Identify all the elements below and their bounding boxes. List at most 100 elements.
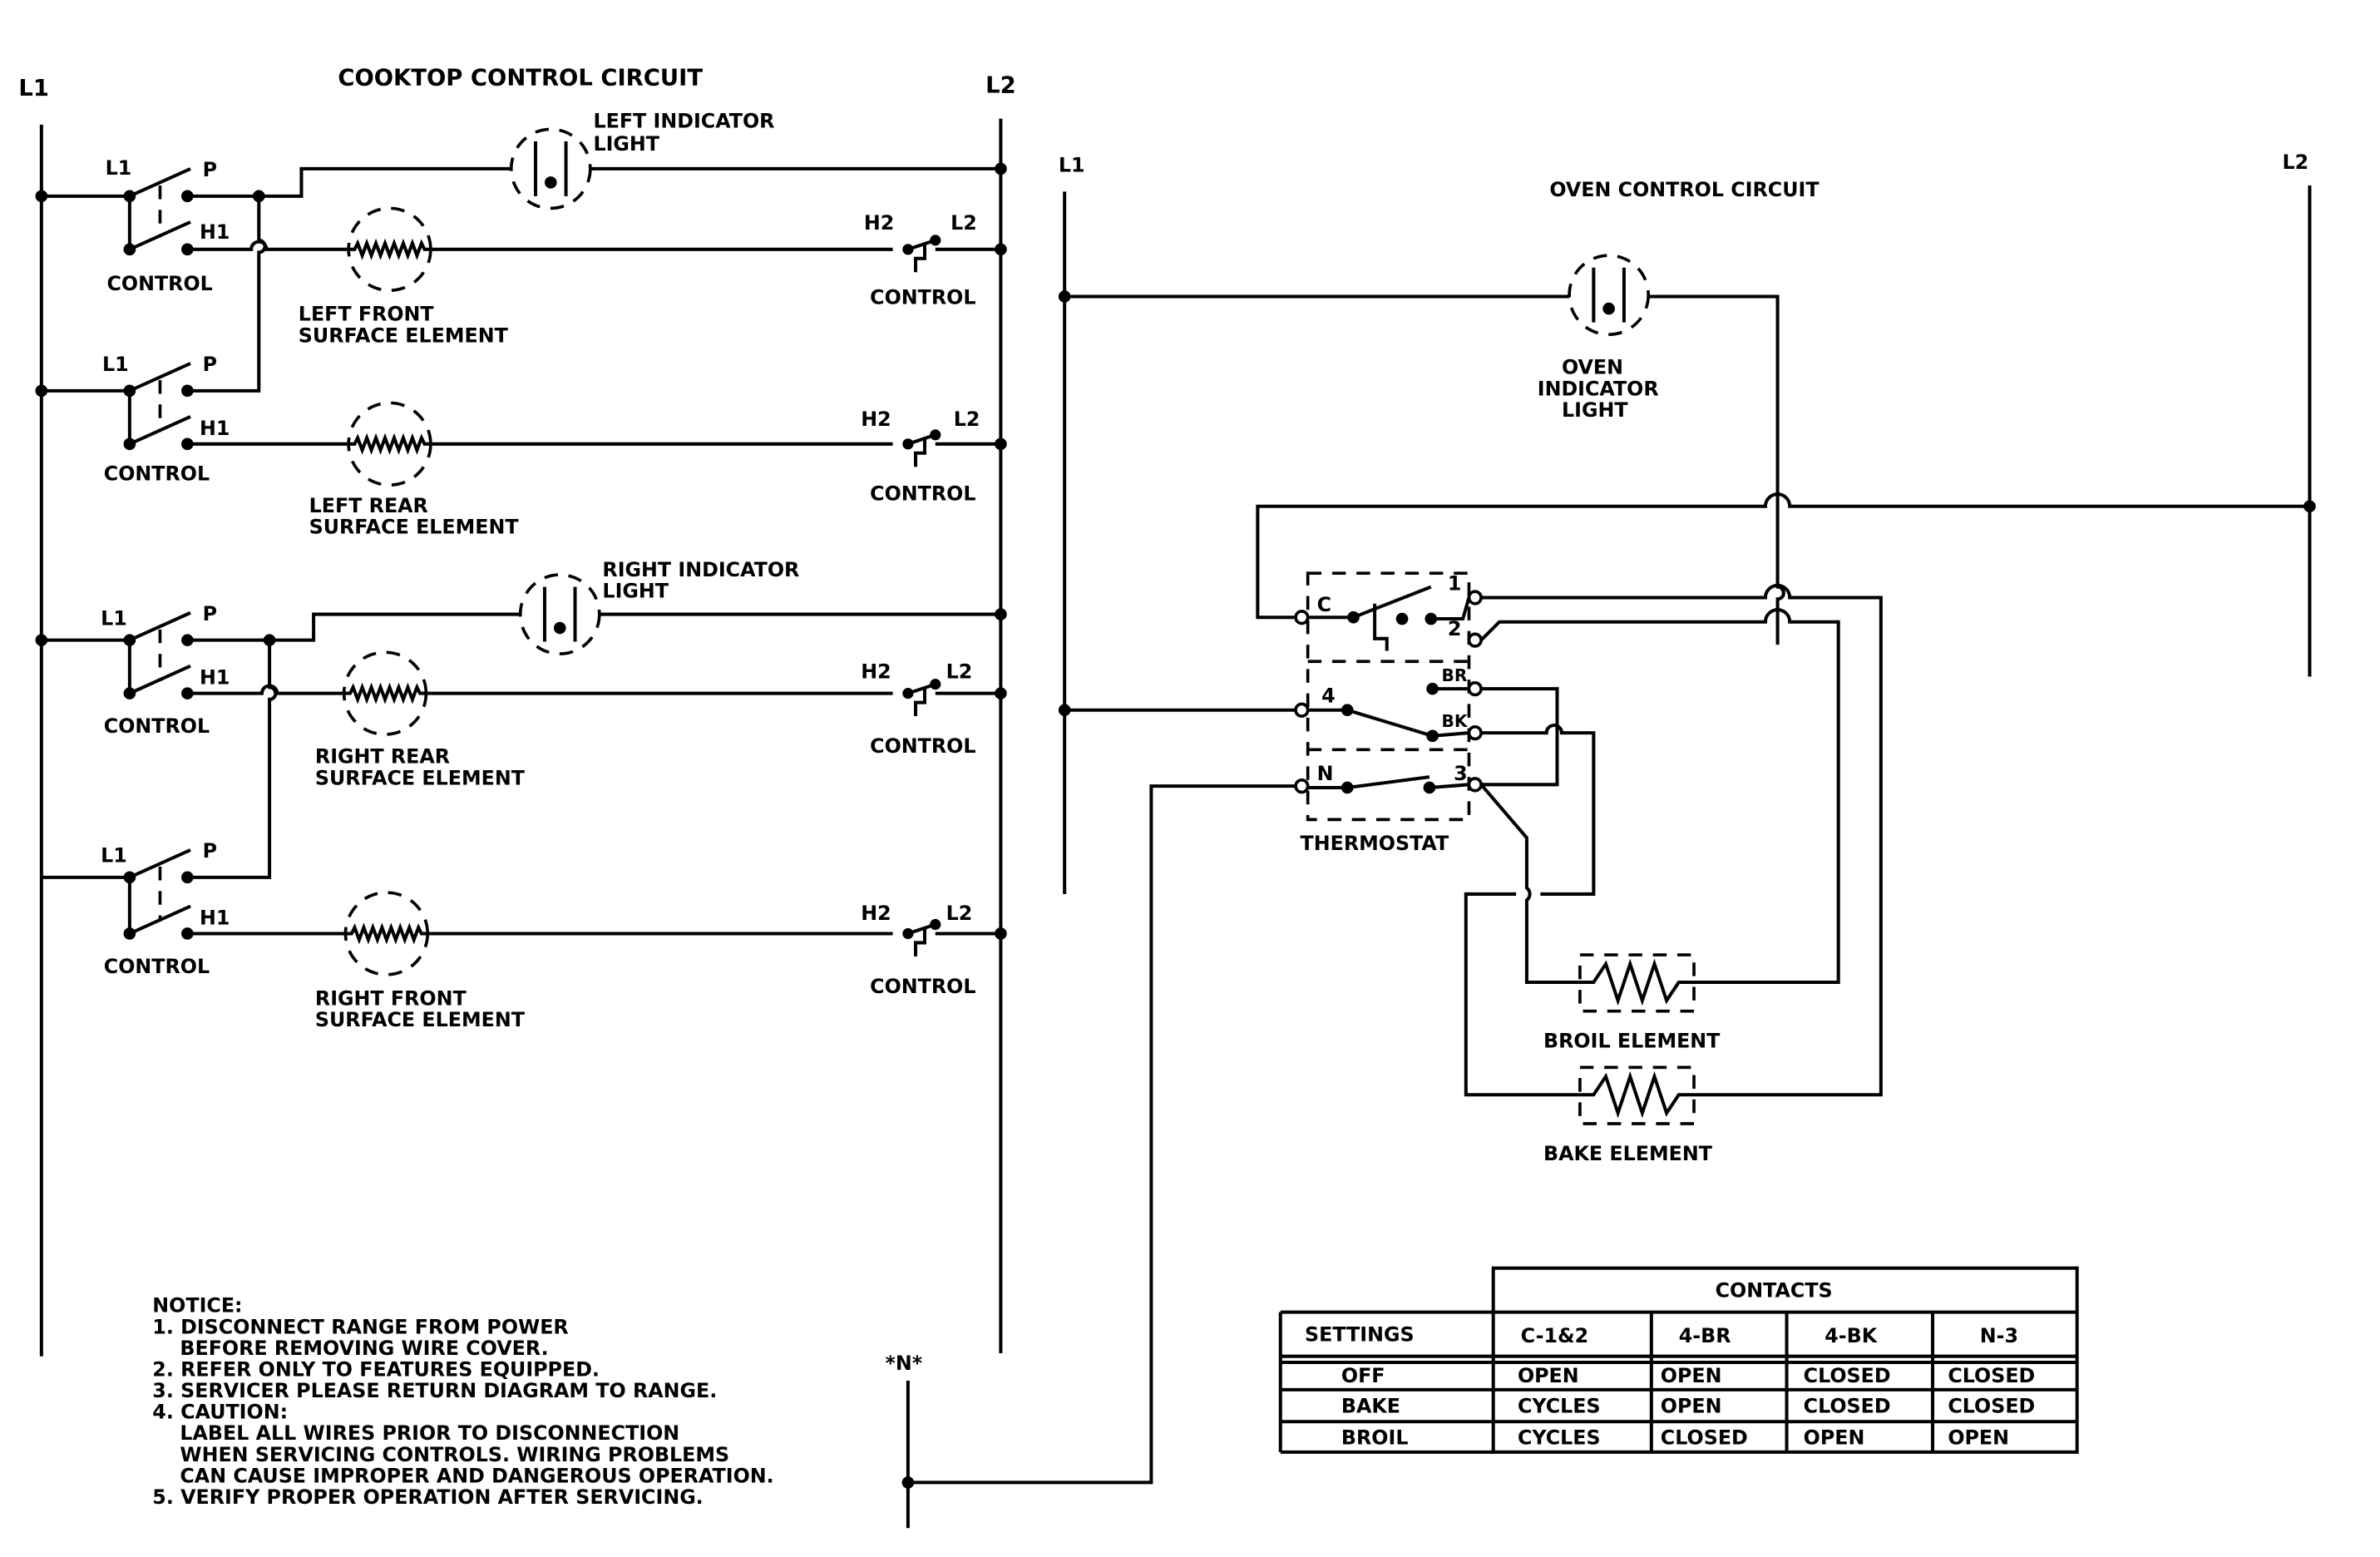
cooktop-h2-control-3: H2 L2 CONTROL bbox=[861, 660, 1007, 758]
svg-text:3: 3 bbox=[1454, 762, 1468, 785]
svg-text:P: P bbox=[203, 839, 217, 863]
cooktop-control-switch-2: L1 P H1 CONTROL bbox=[35, 353, 230, 486]
svg-text:CONTROL: CONTROL bbox=[870, 975, 975, 998]
svg-text:THERMOSTAT: THERMOSTAT bbox=[1301, 832, 1449, 855]
svg-text:RIGHT REAR: RIGHT REAR bbox=[315, 745, 450, 769]
svg-text:H1: H1 bbox=[200, 220, 230, 244]
svg-text:1. DISCONNECT RANGE FROM POWER: 1. DISCONNECT RANGE FROM POWER bbox=[152, 1315, 568, 1338]
svg-text:CONTROL: CONTROL bbox=[104, 462, 210, 486]
svg-text:CONTROL: CONTROL bbox=[106, 272, 212, 295]
svg-text:LIGHT: LIGHT bbox=[602, 579, 669, 602]
svg-text:LABEL ALL WIRES PRIOR TO DISCO: LABEL ALL WIRES PRIOR TO DISCONNECTION bbox=[152, 1421, 679, 1445]
cooktop-h2-control-1: H2 L2 CONTROL bbox=[864, 211, 1007, 309]
svg-text:H1: H1 bbox=[200, 417, 230, 440]
svg-text:P: P bbox=[203, 353, 217, 376]
svg-text:CONTROL: CONTROL bbox=[870, 286, 975, 309]
svg-text:LIGHT: LIGHT bbox=[1562, 398, 1628, 422]
table-cell: CLOSED bbox=[1948, 1364, 2035, 1387]
svg-text:2: 2 bbox=[1448, 617, 1462, 640]
svg-text:N: N bbox=[1317, 762, 1334, 785]
svg-text:CAN CAUSE IMPROPER AND DANGERO: CAN CAUSE IMPROPER AND DANGEROUS OPERATI… bbox=[152, 1464, 773, 1487]
svg-text:P: P bbox=[203, 602, 217, 625]
right-rear-surface-element: RIGHT REAR SURFACE ELEMENT bbox=[315, 652, 526, 789]
broil-element: BROIL ELEMENT bbox=[1543, 953, 1721, 1053]
table-cell: OPEN bbox=[1948, 1426, 2009, 1450]
cooktop-control-switch-1: L1 P H1 CONTROL bbox=[35, 156, 230, 295]
svg-text:H2: H2 bbox=[864, 211, 894, 235]
svg-text:L2: L2 bbox=[951, 211, 977, 235]
svg-text:H2: H2 bbox=[861, 408, 891, 431]
oven-l1-label: L1 bbox=[1059, 154, 1085, 177]
bake-element: BAKE ELEMENT bbox=[1543, 1065, 1713, 1165]
settings-header: SETTINGS bbox=[1305, 1322, 1415, 1346]
svg-text:BROIL ELEMENT: BROIL ELEMENT bbox=[1543, 1030, 1721, 1053]
contacts-table: CONTACTS SETTINGS C-1&2 4-BR 4-BK N-3 OF… bbox=[1278, 1266, 2079, 1454]
svg-text:BK: BK bbox=[1442, 711, 1469, 731]
svg-text:RIGHT INDICATOR: RIGHT INDICATOR bbox=[602, 558, 799, 581]
table-cell: CLOSED bbox=[1948, 1394, 2035, 1417]
col-header: 4-BK bbox=[1825, 1324, 1878, 1347]
cooktop-control-switch-4: L1 P H1 CONTROL bbox=[41, 839, 230, 978]
svg-text:SURFACE ELEMENT: SURFACE ELEMENT bbox=[309, 516, 520, 539]
svg-text:LEFT INDICATOR: LEFT INDICATOR bbox=[593, 110, 774, 133]
table-cell: CLOSED bbox=[1661, 1426, 1748, 1450]
cooktop-l2-label: L2 bbox=[985, 73, 1016, 99]
oven-indicator-light: OVEN INDICATOR LIGHT bbox=[1538, 255, 1659, 422]
svg-text:CONTROL: CONTROL bbox=[104, 955, 210, 978]
svg-text:CONTROL: CONTROL bbox=[870, 482, 975, 505]
cooktop-circuit-title: COOKTOP CONTROL CIRCUIT bbox=[338, 65, 703, 91]
svg-text:H1: H1 bbox=[200, 666, 230, 690]
svg-text:P: P bbox=[203, 158, 217, 181]
svg-text:L1: L1 bbox=[106, 156, 132, 180]
svg-text:4. CAUTION:: 4. CAUTION: bbox=[152, 1401, 288, 1424]
right-front-surface-element: RIGHT FRONT SURFACE ELEMENT bbox=[315, 892, 526, 1031]
svg-text:BEFORE REMOVING WIRE COVER.: BEFORE REMOVING WIRE COVER. bbox=[152, 1337, 548, 1360]
table-cell: CYCLES bbox=[1518, 1426, 1601, 1450]
right-indicator-light: RIGHT INDICATOR LIGHT bbox=[521, 558, 799, 654]
cooktop-l1-label: L1 bbox=[18, 76, 49, 101]
notice-text: NOTICE: 1. DISCONNECT RANGE FROM POWER B… bbox=[152, 1294, 773, 1509]
left-rear-surface-element: LEFT REAR SURFACE ELEMENT bbox=[309, 403, 520, 539]
svg-text:H2: H2 bbox=[861, 660, 891, 683]
svg-text:L2: L2 bbox=[954, 408, 980, 431]
svg-text:4: 4 bbox=[1321, 685, 1336, 708]
svg-text:5. VERIFY PROPER OPERATION AFT: 5. VERIFY PROPER OPERATION AFTER SERVICI… bbox=[152, 1485, 703, 1509]
table-cell: OPEN bbox=[1661, 1394, 1722, 1417]
svg-text:CONTROL: CONTROL bbox=[104, 714, 210, 738]
svg-text:C: C bbox=[1317, 593, 1331, 616]
svg-text:SURFACE ELEMENT: SURFACE ELEMENT bbox=[315, 1008, 526, 1031]
svg-text:SURFACE ELEMENT: SURFACE ELEMENT bbox=[299, 324, 509, 347]
svg-text:H1: H1 bbox=[200, 907, 230, 930]
oven-circuit-title: OVEN CONTROL CIRCUIT bbox=[1549, 178, 1820, 201]
table-cell: OPEN bbox=[1804, 1426, 1865, 1450]
table-cell: CLOSED bbox=[1804, 1394, 1891, 1417]
left-front-surface-element: LEFT FRONT SURFACE ELEMENT bbox=[299, 208, 509, 347]
svg-text:L2: L2 bbox=[946, 902, 973, 925]
svg-text:WHEN SERVICING CONTROLS. WIRIN: WHEN SERVICING CONTROLS. WIRING PROBLEMS bbox=[152, 1443, 729, 1466]
svg-text:INDICATOR: INDICATOR bbox=[1538, 377, 1659, 400]
table-cell: CYCLES bbox=[1518, 1394, 1601, 1417]
setting-broil: BROIL bbox=[1341, 1426, 1409, 1450]
col-header: N-3 bbox=[1980, 1324, 2018, 1347]
svg-text:BR: BR bbox=[1442, 665, 1468, 685]
table-cell: OPEN bbox=[1661, 1364, 1722, 1387]
oven-l2-label: L2 bbox=[2283, 151, 2309, 174]
svg-text:H2: H2 bbox=[861, 902, 891, 925]
svg-text:CONTROL: CONTROL bbox=[870, 734, 975, 758]
neutral-label: *N* bbox=[885, 1352, 922, 1375]
cooktop-h2-control-4: H2 L2 CONTROL bbox=[861, 902, 1007, 998]
svg-text:BAKE ELEMENT: BAKE ELEMENT bbox=[1543, 1142, 1713, 1165]
contacts-header: CONTACTS bbox=[1716, 1278, 1833, 1302]
svg-text:LEFT FRONT: LEFT FRONT bbox=[299, 303, 435, 326]
svg-text:L1: L1 bbox=[101, 606, 127, 630]
left-indicator-light: LEFT INDICATOR LIGHT bbox=[511, 110, 774, 209]
col-header: C-1&2 bbox=[1521, 1324, 1589, 1347]
cooktop-control-switch-3: L1 P H1 CONTROL bbox=[35, 602, 230, 738]
setting-bake: BAKE bbox=[1341, 1394, 1400, 1417]
svg-text:L1: L1 bbox=[101, 844, 127, 867]
svg-text:SURFACE ELEMENT: SURFACE ELEMENT bbox=[315, 766, 526, 789]
svg-text:3. SERVICER PLEASE RETURN DIAG: 3. SERVICER PLEASE RETURN DIAGRAM TO RAN… bbox=[152, 1379, 717, 1402]
setting-off: OFF bbox=[1341, 1364, 1385, 1387]
svg-text:RIGHT FRONT: RIGHT FRONT bbox=[315, 986, 467, 1010]
